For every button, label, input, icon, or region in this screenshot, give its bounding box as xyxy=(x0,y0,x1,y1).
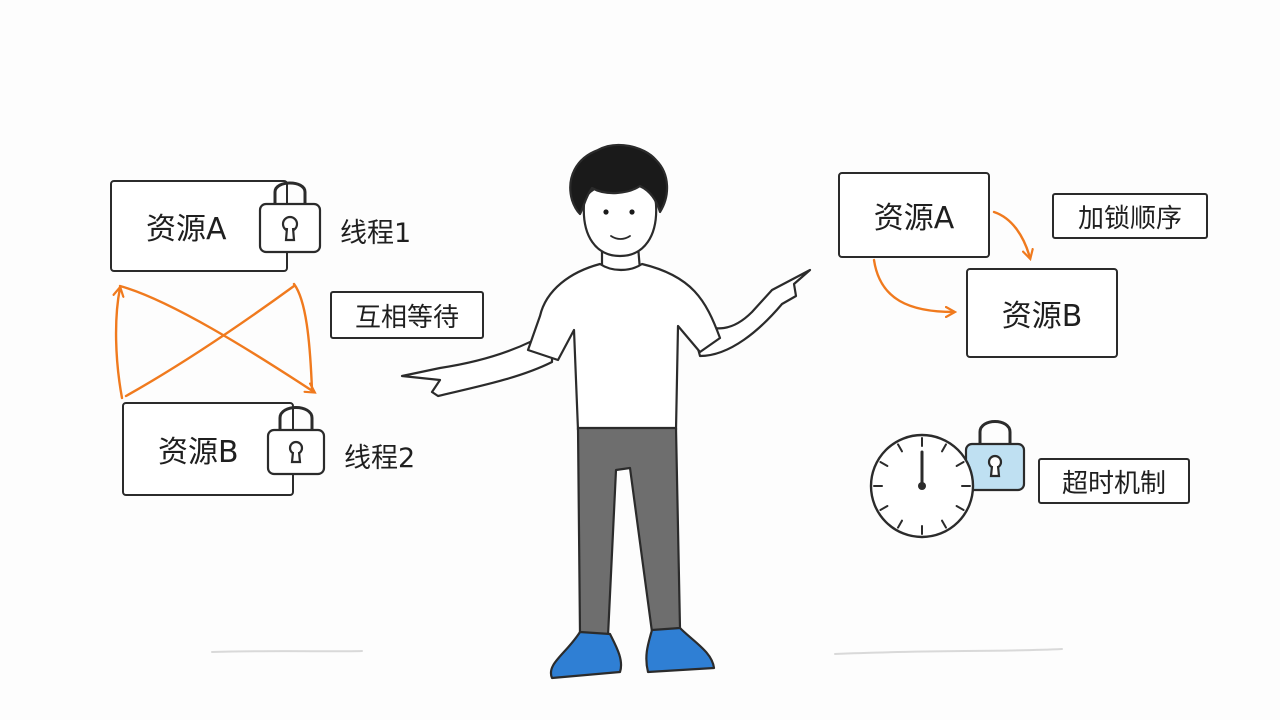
left-resource-b-label: 资源B xyxy=(158,435,239,470)
right-resource-b-label: 资源B xyxy=(1001,299,1083,334)
lock-order-tag: 加锁顺序 xyxy=(1052,193,1208,239)
presenter-figure xyxy=(400,143,812,680)
mutual-waiting-label: 互相等待 xyxy=(354,302,459,333)
left-resource-b-box: 资源B xyxy=(122,402,294,496)
right-resource-a-label: 资源A xyxy=(873,201,955,236)
deadlock-cycle-arrows xyxy=(116,282,314,400)
timeout-tag: 超时机制 xyxy=(1038,458,1190,504)
clock-icon xyxy=(869,433,975,539)
left-resource-a-box: 资源A xyxy=(110,180,288,272)
lock-order-arrows xyxy=(872,210,1030,312)
mutual-waiting-tag: 互相等待 xyxy=(330,291,484,339)
right-resource-a-box: 资源A xyxy=(838,172,990,258)
lock-order-label: 加锁顺序 xyxy=(1077,203,1182,234)
timeout-label: 超时机制 xyxy=(1061,468,1166,499)
padlock-icon xyxy=(266,406,326,476)
left-resource-a-label: 资源A xyxy=(146,212,227,247)
ground-lines xyxy=(211,648,1063,655)
right-resource-b-box: 资源B xyxy=(966,268,1118,358)
thread-2-label: 线程2 xyxy=(344,443,416,474)
padlock-icon xyxy=(964,420,1026,492)
padlock-icon xyxy=(258,181,322,254)
thread-1-label: 线程1 xyxy=(340,218,412,249)
